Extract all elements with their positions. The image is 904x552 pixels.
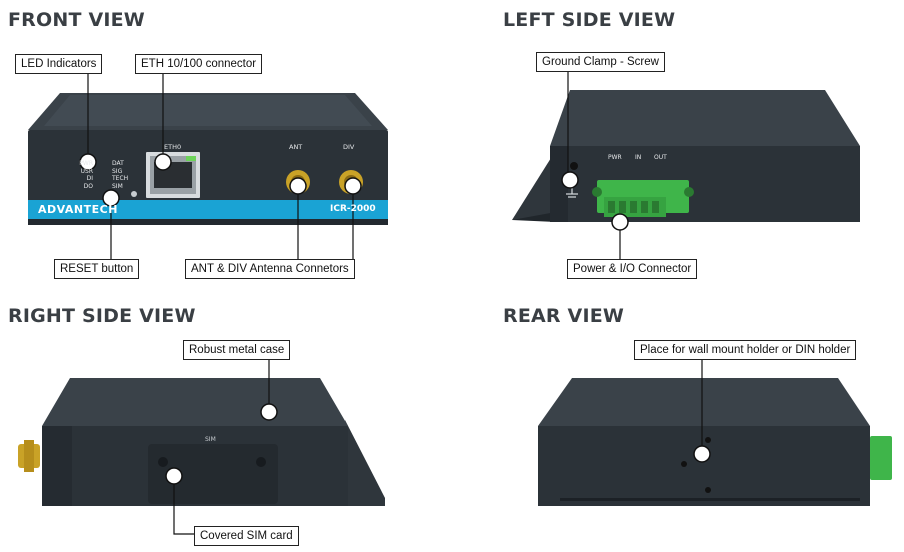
led-label: SIM [112,182,123,190]
ground-clamp-callout: Ground Clamp - Screw [536,52,665,72]
led-label: SIG [112,167,123,175]
antenna-connectors-callout: ANT & DIV Antenna Connetors [185,259,355,279]
right-side-device [18,378,385,506]
ant-port-label: ANT [289,143,303,151]
led-label: PWR [79,160,93,167]
div-port-label: DIV [343,143,355,151]
led-right-labels: DAT SIG TECH SIM [112,160,142,190]
eth-port-label: ETH0 [164,143,182,151]
out-terminal-label: OUT [654,154,667,161]
in-terminal-label: IN [635,154,642,161]
front-brand-text: ADVANTECH [38,203,118,216]
rear-view-title: REAR VIEW [503,305,625,327]
callout-markers [79,153,711,485]
pwr-terminal-label: PWR [608,154,622,161]
eth-connector-callout: ETH 10/100 connector [135,54,263,74]
callout-lines [87,68,703,535]
right-side-view-title: RIGHT SIDE VIEW [8,305,196,327]
led-label: DI [86,175,93,182]
power-io-callout: Power & I/O Connector [567,259,698,279]
led-label: USR [80,167,93,175]
led-left-labels: PWR USR DI DO [63,160,93,190]
left-side-view-title: LEFT SIDE VIEW [503,9,676,31]
rear-device [538,378,892,506]
robust-case-callout: Robust metal case [183,340,291,360]
led-label: DAT [112,160,124,167]
left-side-device [512,90,860,222]
led-label: DO [83,182,93,190]
front-view-title: FRONT VIEW [8,9,145,31]
front-model-text: ICR-2000 [330,204,376,214]
led-label: TECH [112,175,129,182]
sim-cover-label: SIM [205,436,216,443]
sim-card-callout: Covered SIM card [194,526,299,546]
wall-mount-callout: Place for wall mount holder or DIN holde… [634,340,857,360]
led-indicators-callout: LED Indicators [15,54,103,74]
reset-button-callout: RESET button [54,259,140,279]
